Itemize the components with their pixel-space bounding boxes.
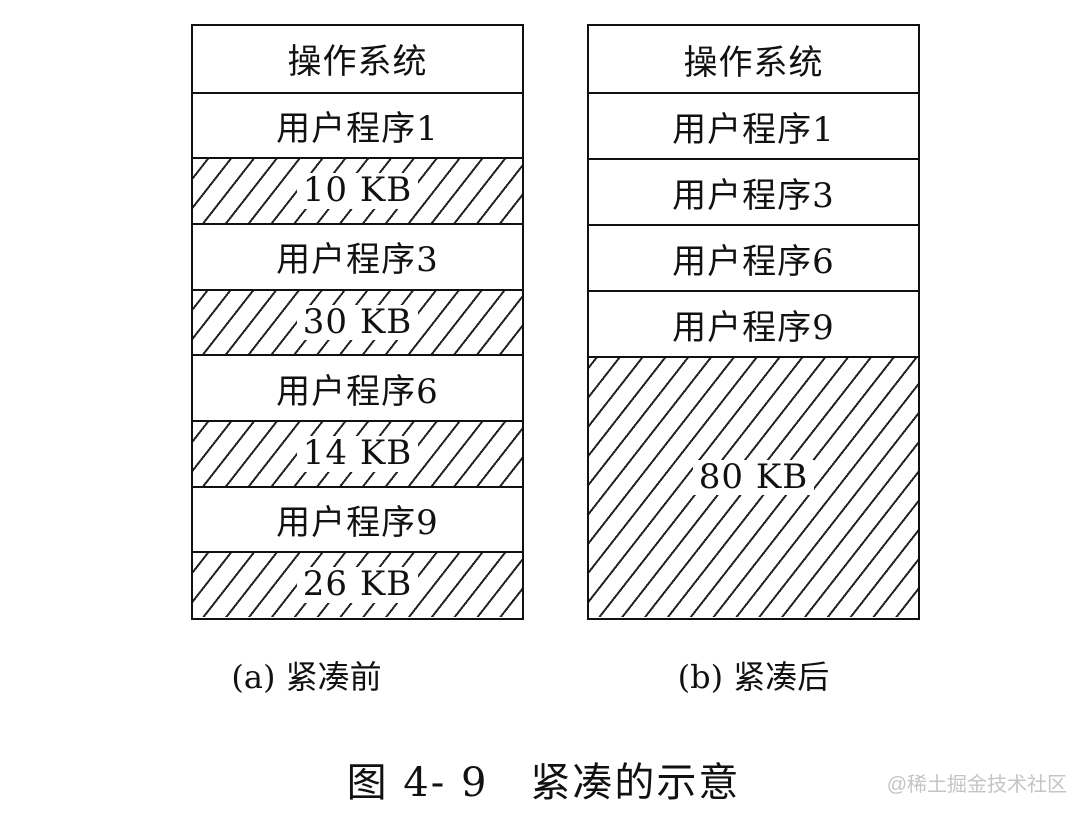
block-label: 用户程序6 [276,371,439,412]
block-label: 用户程序9 [276,502,439,543]
free-size-label: 26 KB [296,567,419,603]
block-label: 用户程序1 [672,109,835,150]
memory-column-after: 操作系统用户程序1 用户程序3 用户程序6 用户程序9 80 KB [587,24,920,620]
free-size-label: 10 KB [296,173,419,209]
free-memory-block: 26 KB [193,551,522,617]
block-label: 用户程序9 [672,307,835,348]
free-memory-block: 10 KB [193,157,522,223]
watermark: @稀土掘金技术社区 [886,774,1067,796]
allocated-memory-block: 用户程序6 [589,224,918,290]
free-memory-block: 14 KB [193,419,522,486]
block-label: 用户程序6 [672,241,835,282]
allocated-memory-block: 操作系统 [193,26,522,92]
free-memory-block: 80 KB [589,356,918,617]
figure-title: 图 4- 9 紧凑的示意 [346,760,741,806]
free-size-label: 14 KB [296,435,419,472]
block-label: 用户程序3 [276,240,439,281]
free-memory-block: 30 KB [193,288,522,355]
block-label: 用户程序3 [672,175,835,216]
memory-column-before: 操作系统用户程序1 10 KB 用户程序3 30 KB 用户程序6 14 KB 用户程序9 2… [191,24,524,620]
allocated-memory-block: 用户程序3 [193,222,522,289]
allocated-memory-block: 用户程序1 [193,91,522,158]
allocated-memory-block: 用户程序9 [589,290,918,356]
free-size-label: 80 KB [692,459,815,496]
allocated-memory-block: 用户程序3 [589,158,918,224]
allocated-memory-block: 操作系统 [589,26,918,92]
allocated-memory-block: 用户程序9 [193,485,522,552]
allocated-memory-block: 用户程序6 [193,354,522,420]
free-size-label: 30 KB [296,304,419,341]
caption-before: (a) 紧凑前 [231,658,382,696]
allocated-memory-block: 用户程序1 [589,92,918,158]
block-label: 用户程序1 [276,108,439,149]
caption-after: (b) 紧凑后 [677,658,830,696]
block-label: 操作系统 [683,42,824,83]
block-label: 操作系统 [287,42,428,83]
